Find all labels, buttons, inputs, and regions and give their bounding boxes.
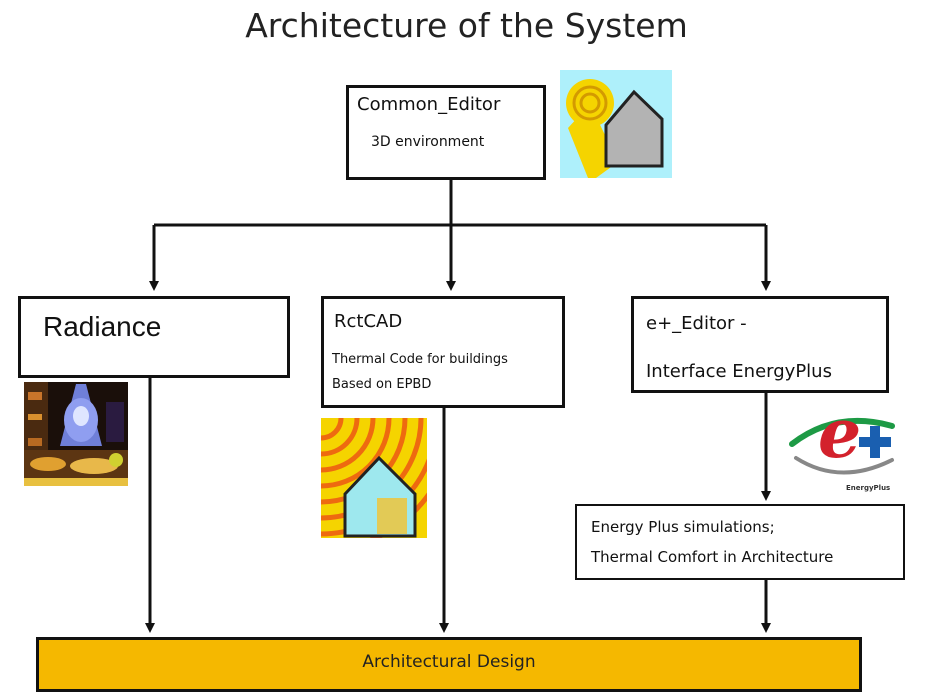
diagram-title: Architecture of the System: [245, 6, 688, 45]
thermal-house-icon: [321, 418, 427, 538]
energyplus-logo-caption: EnergyPlus: [846, 484, 891, 492]
simulations-line2: Thermal Comfort in Architecture: [591, 548, 834, 566]
energyplus-logo: e EnergyPlus: [788, 400, 900, 500]
sun-house-icon: [560, 70, 672, 178]
radiance-name: Radiance: [43, 311, 162, 342]
rctcad-description-line1: Thermal Code for buildings: [332, 352, 508, 367]
architectural-design-bar: Architectural Design: [36, 637, 862, 692]
radiance-box: Radiance: [18, 296, 290, 378]
common-editor-subtitle: 3D environment: [371, 134, 485, 150]
eplus-editor-name: e+_Editor -: [646, 313, 747, 334]
eplus-editor-box: e+_Editor - Interface EnergyPlus: [631, 296, 889, 393]
architectural-design-label: Architectural Design: [362, 652, 536, 672]
eplus-editor-interface: Interface EnergyPlus: [646, 361, 832, 382]
simulations-box: Energy Plus simulations; Thermal Comfort…: [575, 504, 905, 580]
common-editor-box: Common_Editor 3D environment: [346, 85, 546, 180]
radiance-render-image: [24, 382, 128, 486]
energyplus-e-mark: e: [818, 394, 862, 474]
rctcad-box: RctCAD Thermal Code for buildings Based …: [321, 296, 565, 408]
common-editor-name: Common_Editor: [357, 94, 501, 115]
rctcad-name: RctCAD: [334, 311, 403, 332]
energyplus-e-plus-icon: [789, 417, 895, 475]
rctcad-description-line2: Based on EPBD: [332, 377, 432, 392]
simulations-line1: Energy Plus simulations;: [591, 518, 775, 536]
